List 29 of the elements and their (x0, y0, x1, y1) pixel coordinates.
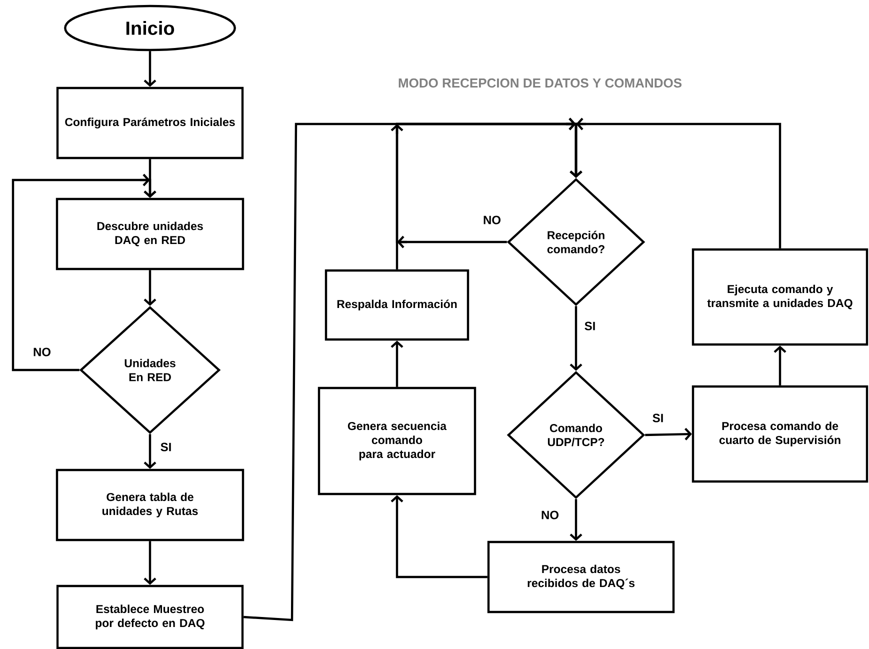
edge-label: NO (32, 346, 52, 358)
arrow (144, 434, 156, 469)
edge-label: NO (482, 214, 502, 226)
arrow (570, 118, 782, 248)
edge-label: SI (159, 442, 173, 452)
arrow (144, 270, 156, 306)
edge-label: SI (651, 412, 665, 424)
arrow (390, 495, 488, 578)
process-box: Establece Muestreo por defecto en DAQ (56, 584, 244, 649)
arrow (774, 346, 786, 386)
arrow (144, 51, 156, 87)
process-box: Respalda Información (324, 269, 470, 341)
process-box: Genera tabla de unidades y Rutas (56, 468, 244, 542)
process-box: Genera secuencia comando para actuador (318, 386, 476, 496)
process-box: Configura Parámetros Iniciales (56, 86, 244, 160)
process-box: Procesa datos recibidos de DAQ´s (487, 540, 675, 614)
arrow (144, 541, 156, 585)
process-box: Ejecuta comando y transmite a unidades DAQ (692, 248, 868, 346)
arrow (645, 428, 692, 440)
process-box: Descubre unidades DAQ en RED (56, 198, 244, 270)
process-box: Procesa comando de cuarto de Supervisión (692, 385, 868, 483)
arrow (570, 306, 582, 371)
edge-label: NO (540, 510, 560, 520)
edge-label: SI (583, 320, 597, 332)
diagram-title: MODO RECEPCION DE DATOS Y COMANDOS (398, 78, 682, 88)
arrow (390, 340, 404, 387)
arrow (570, 499, 582, 541)
arrow (12, 174, 156, 372)
start-oval: Inicio (64, 4, 236, 52)
